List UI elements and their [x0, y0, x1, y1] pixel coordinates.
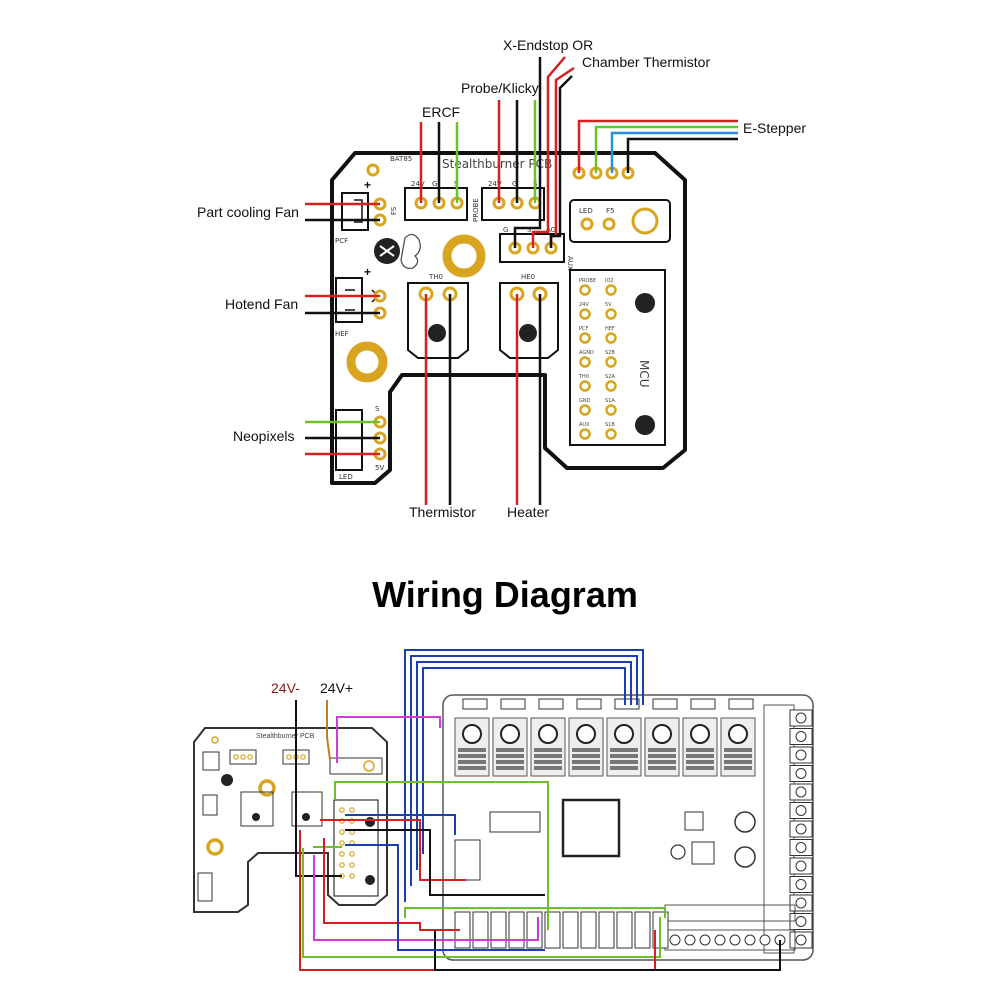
svg-text:+: + — [364, 178, 371, 192]
mcu-pin-label: HEF — [605, 326, 615, 332]
mainboard — [442, 694, 814, 961]
f5-box-label: F5 — [606, 207, 614, 215]
led-board-label: LED — [339, 473, 353, 481]
mcu-pin-label: AUX — [579, 422, 590, 428]
mcu-pin-label: PCF — [579, 326, 589, 332]
top-wires — [305, 56, 738, 505]
mcu-pin-label: 5V — [605, 302, 612, 308]
bottom-wires — [295, 649, 781, 971]
mount-hole-top — [442, 234, 486, 278]
part-cooling-fan-label: Part cooling Fan — [197, 204, 299, 220]
led-box-label: LED — [579, 207, 593, 215]
probe-pin-24v: 24V — [488, 180, 502, 188]
neopixels-label: Neopixels — [233, 428, 294, 444]
led-pin-s: S — [375, 405, 380, 413]
top-labels: X-Endstop OR Chamber Thermistor Probe/Kl… — [197, 37, 806, 520]
pcb-title: Stealthburner PCB — [442, 157, 552, 171]
mcu-pin-label: PROBE — [579, 278, 596, 284]
heater-label: Heater — [507, 504, 549, 520]
aux-pin-ag: AG — [546, 226, 556, 234]
24v-negative-label: 24V- — [271, 680, 300, 696]
mcu-pin-label: S1A — [605, 398, 615, 404]
chamber-thermistor-label: Chamber Thermistor — [582, 54, 710, 70]
fs-board-label: FS — [390, 206, 398, 215]
aux-label: AUX — [566, 256, 574, 271]
bat-label: BAT85 — [390, 155, 412, 163]
led-pin-5v: 5V — [375, 464, 384, 472]
e-stepper-label: E-Stepper — [743, 120, 806, 136]
hotend-fan-label: Hotend Fan — [225, 296, 298, 312]
pcb-outline — [330, 151, 687, 485]
mcu-pin-label: 24V — [579, 302, 589, 308]
aux-pin-g: G — [503, 226, 508, 234]
ercf-pin-24v: 24V — [411, 180, 425, 188]
mcu-pin-label: GND — [579, 398, 591, 404]
thermistor-label: Thermistor — [409, 504, 476, 520]
mcu-pin-label: S1B — [605, 422, 615, 428]
mcu-pin-label: S2B — [605, 350, 615, 356]
ercf-label: ERCF — [422, 104, 460, 120]
pcf-board-label: PCF — [335, 237, 348, 245]
th0-board-label: TH0 — [428, 273, 443, 281]
wiring-diagram-heading: Wiring Diagram — [372, 574, 638, 615]
xendstop-label: X-Endstop OR — [503, 37, 593, 53]
ercf-pin-g: G — [432, 180, 437, 188]
mcu-pin-grid: PROBE IO2 24V 5V PCF HEF AGND S2B TH0 S2A GND S1A AU… — [578, 278, 617, 440]
mcu-pin-label: IO2 — [605, 278, 614, 284]
probe-klicky-label: Probe/Klicky — [461, 80, 539, 96]
bunny-logo-icon — [400, 233, 421, 269]
mcu-pin-label: AGND — [579, 350, 594, 356]
mcu-board-label: MCU — [637, 360, 651, 388]
24v-positive-label: 24V+ — [320, 680, 353, 696]
probe-board-label: PROBE — [472, 198, 480, 222]
mcu-pin-label: S2A — [605, 374, 615, 380]
probe-pin-g: G — [512, 180, 517, 188]
he0-board-label: HE0 — [521, 273, 535, 281]
mcu-chip — [561, 798, 621, 858]
pcb-board-top: Stealthburner PCB BAT85 24V G S 24V G S … — [330, 151, 687, 485]
mount-hole-left — [346, 341, 388, 383]
pcb-board-bottom: Stealthburner PCB — [193, 727, 388, 913]
pcb-bottom-title: Stealthburner PCB — [256, 733, 315, 740]
mcu-pin-label: TH0 — [578, 374, 589, 380]
svg-text:+: + — [364, 265, 371, 279]
hef-board-label: HEF — [335, 330, 349, 338]
aux-pin-s: S — [527, 226, 532, 234]
